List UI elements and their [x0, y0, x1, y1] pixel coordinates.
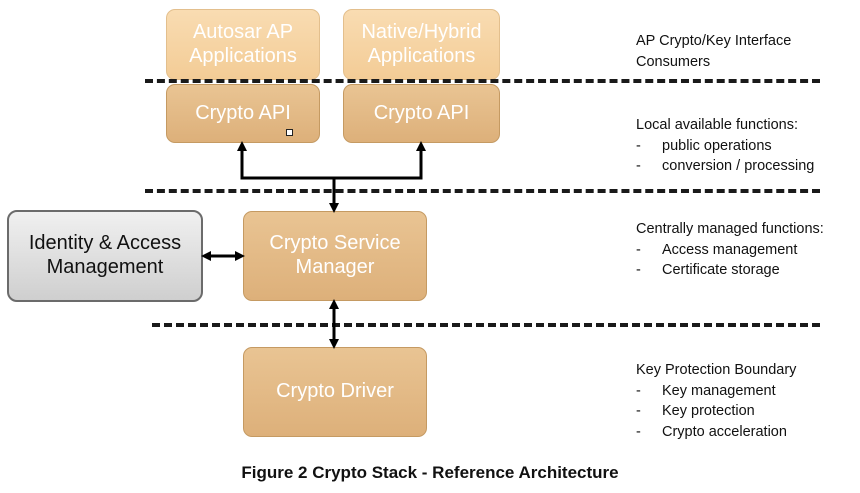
crypto-api-left-label: Crypto API [195, 101, 291, 124]
note-local-item: -conversion / processing [636, 158, 815, 174]
note-protection: Key Protection Boundary -Key management … [636, 360, 796, 442]
note-protection-heading: Key Protection Boundary [636, 362, 797, 378]
boundary-line-protection [152, 323, 820, 327]
note-local-heading: Local available functions: [636, 117, 799, 133]
autosar-ap-applications-label: Autosar AP Applications [189, 20, 297, 67]
crypto-driver-label: Crypto Driver [276, 380, 394, 403]
note-central-heading: Centrally managed functions: [636, 221, 824, 237]
crypto-service-manager-label: Crypto Service Manager [269, 232, 401, 278]
crypto-driver-box: Crypto Driver [243, 347, 427, 437]
boundary-line-local [145, 189, 820, 193]
crypto-api-right-box: Crypto API [343, 84, 500, 143]
note-central: Centrally managed functions: -Access man… [636, 219, 824, 281]
identity-access-management-box: Identity & Access Management [7, 210, 203, 302]
note-local-item: -public operations [636, 137, 772, 154]
note-protection-item: -Key management [636, 382, 776, 399]
boundary-line-consumers [145, 79, 820, 83]
note-central-item: -Certificate storage [636, 262, 780, 278]
note-consumers-line2: Consumers [636, 53, 711, 70]
identity-access-management-label: Identity & Access Management [28, 232, 182, 278]
note-consumers: AP Crypto/Key Interface Consumers [636, 31, 791, 72]
native-hybrid-applications-box: Native/Hybrid Applications [343, 9, 500, 80]
autosar-ap-applications-box: Autosar AP Applications [166, 9, 320, 80]
crypto-api-right-label: Crypto API [373, 101, 470, 124]
note-central-item: -Access management [636, 241, 798, 258]
note-local: Local available functions: -public opera… [636, 115, 814, 177]
note-protection-item: -Crypto acceleration [636, 423, 787, 440]
note-protection-item: -Key protection [636, 403, 755, 419]
api-to-api-connector [237, 141, 426, 180]
crypto-service-manager-box: Crypto Service Manager [243, 211, 427, 301]
note-consumers-line1: AP Crypto/Key Interface [636, 33, 792, 49]
figure-caption: Figure 2 Crypto Stack - Reference Archit… [241, 463, 619, 482]
selection-handle [286, 129, 293, 136]
crypto-api-left-box: Crypto API [166, 84, 320, 143]
native-hybrid-applications-label: Native/Hybrid Applications [361, 20, 482, 67]
